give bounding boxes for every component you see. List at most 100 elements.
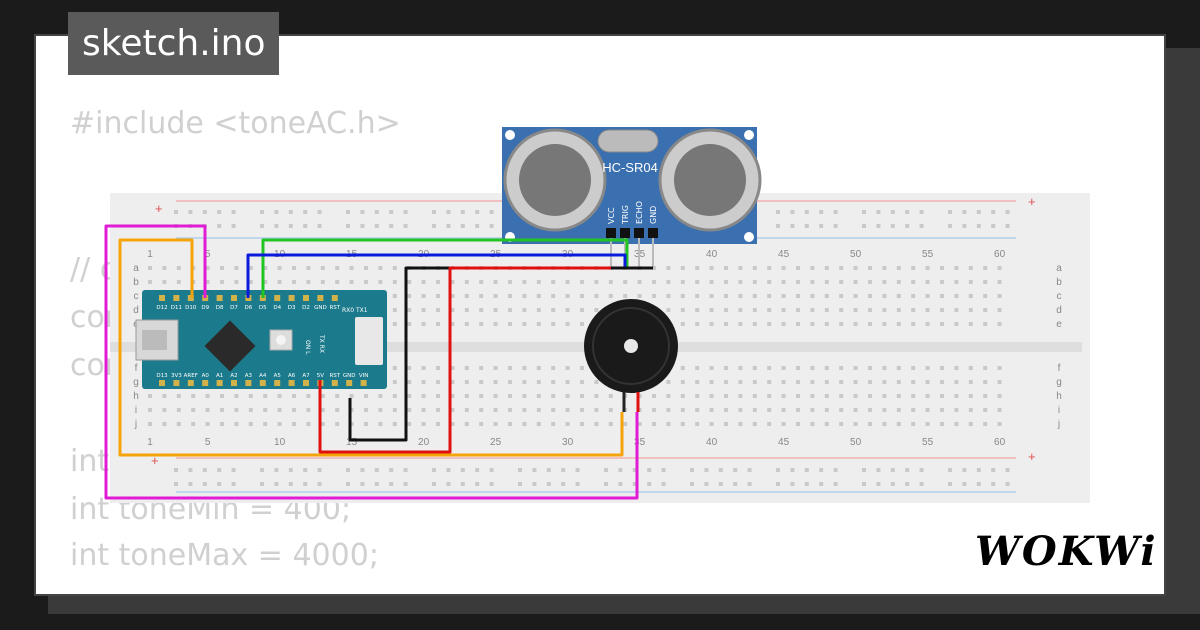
hole: [551, 408, 556, 412]
file-tab[interactable]: sketch.ino: [68, 12, 280, 75]
hole: [335, 394, 340, 398]
arduino-pin: [346, 380, 353, 386]
arduino-pin-label: A3: [245, 373, 253, 379]
hole: [220, 408, 224, 412]
hole: [378, 266, 383, 270]
hole: [551, 280, 556, 284]
hole: [436, 322, 440, 326]
row-letter-left: d: [133, 305, 139, 316]
hole: [695, 294, 700, 298]
hole: [709, 266, 714, 270]
rail-hole: [948, 210, 952, 214]
hole: [522, 380, 527, 384]
hole: [493, 408, 498, 412]
rail-hole: [876, 224, 881, 228]
rail-hole: [876, 468, 881, 472]
hole: [997, 308, 1002, 312]
hole: [594, 294, 599, 298]
hole: [205, 280, 210, 284]
hole: [940, 266, 944, 270]
rail-hole: [389, 482, 394, 486]
hole: [464, 380, 469, 384]
hole: [234, 408, 239, 412]
rail-hole: [776, 468, 780, 472]
rail-hole: [962, 482, 967, 486]
hole: [522, 322, 527, 326]
hole: [248, 422, 253, 426]
hole: [536, 294, 541, 298]
rail-hole: [389, 468, 394, 472]
hole: [306, 280, 311, 284]
rail-hole: [976, 468, 981, 472]
buzzer[interactable]: [584, 299, 678, 412]
arduino-pin: [274, 295, 281, 301]
rail-plus-label-bottom: +: [151, 453, 159, 468]
hole: [983, 422, 988, 426]
hole: [565, 366, 570, 370]
hole: [148, 408, 152, 412]
row-letter-right: c: [1057, 291, 1062, 302]
hole: [796, 408, 800, 412]
rail-hole: [948, 468, 952, 472]
rail-hole: [747, 468, 752, 472]
hole: [810, 394, 815, 398]
hole: [248, 266, 253, 270]
hole: [407, 280, 412, 284]
hole: [608, 422, 613, 426]
hole: [277, 408, 282, 412]
arduino-pin: [331, 295, 338, 301]
hole: [580, 394, 584, 398]
rail-hole: [948, 224, 952, 228]
hole: [709, 366, 714, 370]
hole: [896, 322, 901, 326]
column-number: 50: [850, 249, 862, 260]
column-number: 40: [706, 249, 718, 260]
hole: [623, 422, 628, 426]
hole: [810, 266, 815, 270]
hole: [954, 408, 959, 412]
hole: [536, 408, 541, 412]
hole: [968, 280, 973, 284]
rail-hole: [718, 482, 723, 486]
arduino-pin-label: AREF: [184, 373, 198, 379]
hole: [911, 294, 916, 298]
hole: [896, 294, 901, 298]
sensor-pin-label: GND: [649, 206, 658, 224]
row-letter-left: i: [135, 405, 137, 416]
hole: [551, 366, 556, 370]
arduino-pin: [288, 295, 295, 301]
rail-hole: [202, 482, 207, 486]
arduino-pin-label: A0: [202, 373, 210, 379]
hole: [450, 366, 455, 370]
rail-hole: [446, 224, 451, 228]
rail-hole: [862, 482, 866, 486]
hole: [508, 380, 512, 384]
hole: [421, 308, 426, 312]
hole: [450, 322, 455, 326]
hole: [680, 394, 685, 398]
rail-hole: [962, 210, 967, 214]
hole: [306, 394, 311, 398]
hole: [709, 308, 714, 312]
hole: [680, 308, 685, 312]
rail-hole: [174, 468, 178, 472]
arduino-pin-label: GND: [314, 305, 327, 311]
hole: [292, 266, 296, 270]
hole: [824, 408, 829, 412]
hole: [738, 366, 743, 370]
rail-hole: [317, 482, 322, 486]
hole: [940, 408, 944, 412]
rail-hole: [489, 482, 494, 486]
rail-hole: [231, 224, 236, 228]
rail-hole: [518, 468, 522, 472]
arduino-pin: [317, 295, 324, 301]
hole: [968, 294, 973, 298]
arduino-pin-label: RST: [329, 373, 340, 379]
hole: [608, 394, 613, 398]
hole: [536, 308, 541, 312]
hole: [680, 422, 685, 426]
hole: [493, 422, 498, 426]
